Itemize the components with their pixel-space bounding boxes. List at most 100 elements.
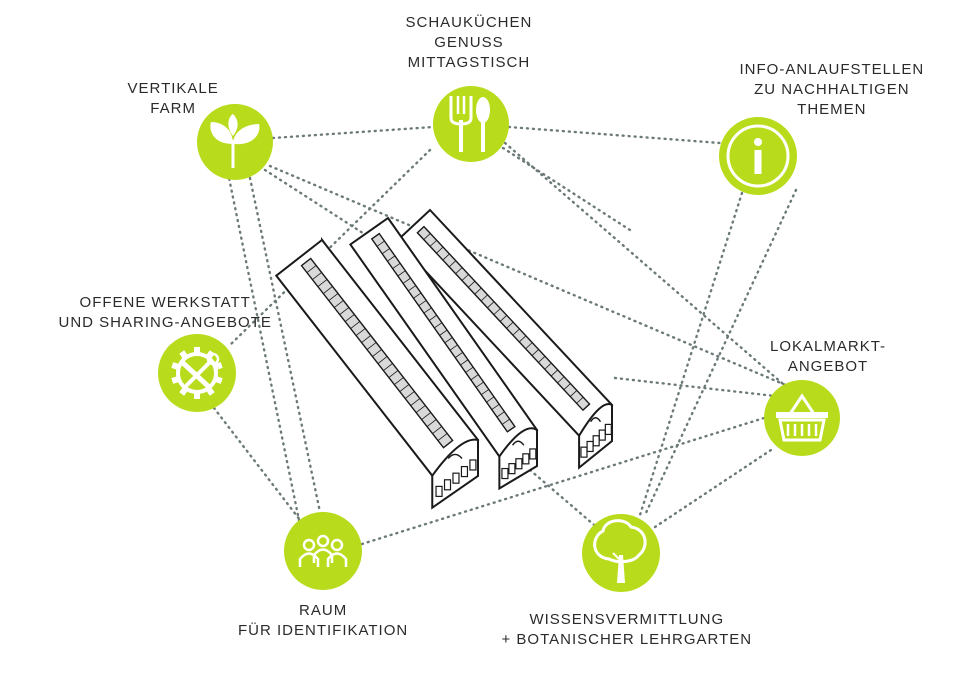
skylight-rib <box>519 335 527 343</box>
skylight-rib <box>432 426 442 434</box>
skylight-rib <box>434 322 443 329</box>
label-line: + BOTANISCHER LEHRGARTEN <box>501 631 753 648</box>
skylight-rib <box>481 389 490 396</box>
node-werkstatt <box>158 334 236 412</box>
skylight-rib <box>557 376 565 384</box>
skylight-rib <box>408 285 417 292</box>
hall-window <box>508 463 516 475</box>
hall-window <box>501 467 509 480</box>
hall-window <box>452 472 460 484</box>
skylight-rib <box>355 328 366 336</box>
label-line: WISSENSVERMITTLUNG <box>529 611 725 628</box>
label-line: FARM <box>150 100 196 117</box>
skylight-rib <box>501 418 510 425</box>
hall-roof <box>274 238 480 510</box>
node-info <box>719 117 797 195</box>
skylight-rib <box>569 390 578 397</box>
connection-line <box>528 468 602 532</box>
skylight-rib <box>439 329 448 336</box>
connection-line <box>638 191 744 517</box>
basket-icon <box>776 393 828 442</box>
label-line: INFO-ANLAUFSTELLEN <box>739 61 925 78</box>
skylight-rib <box>383 363 393 371</box>
skylight-rib <box>474 287 482 295</box>
connection-line <box>653 446 776 529</box>
node-schaukuechen <box>433 86 509 162</box>
connection-line <box>228 148 432 347</box>
connection-lines <box>212 125 804 546</box>
connection-line <box>271 125 435 140</box>
label-line: ANGEBOT <box>787 358 869 375</box>
skylight-rib <box>429 239 437 247</box>
skylight-rib <box>415 405 426 413</box>
hall-window <box>592 435 600 447</box>
skylight-rib <box>496 411 505 418</box>
label-line: UND SHARING-ANGEBOTE <box>58 314 272 331</box>
label-line: MITTAGSTISCH <box>407 54 531 71</box>
skylight-rib <box>491 403 500 410</box>
skylight-rib <box>328 293 339 301</box>
skylight-rib <box>512 328 520 336</box>
skylight-rib <box>454 352 463 358</box>
skylight-rib <box>387 255 396 262</box>
gable-arch <box>511 440 525 446</box>
skylight-rib <box>306 265 317 273</box>
skylight-rib <box>461 274 469 281</box>
skylight-rib <box>399 384 410 392</box>
hall-window <box>529 448 537 460</box>
gear-wrench-icon <box>171 347 223 399</box>
skylight-rib <box>394 377 404 385</box>
gable-arch <box>590 417 602 423</box>
skylight-rib <box>487 301 495 309</box>
label-lokalmarkt: LOKALMARKT- ANGEBOT <box>770 337 886 377</box>
label-wissen: WISSENSVERMITTLUNG + BOTANISCHER LEHRGART… <box>502 610 753 650</box>
skylight-rib <box>499 315 508 322</box>
connection-line <box>212 406 302 522</box>
hall-window <box>435 485 443 497</box>
skylight-rib <box>339 307 350 315</box>
skylight-rib <box>405 391 415 399</box>
skylight-rib <box>448 260 457 268</box>
fork-spoon-icon <box>449 96 490 152</box>
node-wissen <box>582 514 660 592</box>
hall-window <box>469 459 477 471</box>
info-icon <box>726 124 790 188</box>
skylight-rib <box>486 396 495 403</box>
connection-line <box>613 376 777 398</box>
skylight-rib <box>436 246 444 254</box>
skylight-rib <box>381 248 390 255</box>
hall-window <box>515 458 523 470</box>
hall-window <box>460 465 469 478</box>
hall-window <box>586 440 594 453</box>
skylight-rib <box>449 344 458 351</box>
skylight-rib <box>442 253 450 261</box>
connection-line <box>226 171 302 527</box>
skylight-rib <box>376 240 385 247</box>
skylight-rib <box>344 314 355 322</box>
skylight-rib <box>323 286 333 294</box>
connection-line <box>248 176 322 514</box>
people-group-icon <box>298 534 348 567</box>
skylight-rib <box>402 277 411 284</box>
hall-window <box>604 423 612 436</box>
connection-line <box>643 188 798 517</box>
skylight-rib <box>397 270 406 277</box>
hall-window <box>443 479 452 491</box>
label-line: ZU NACHHALTIGEN <box>754 81 910 98</box>
node-raum <box>284 512 362 590</box>
skylight-rib <box>317 279 328 287</box>
hall-window <box>598 429 606 441</box>
connection-line <box>501 146 632 232</box>
hall-roof <box>395 208 614 470</box>
skylight-rib <box>437 433 448 441</box>
skylight-rib <box>525 342 533 350</box>
skylight-rib <box>544 362 552 370</box>
label-line: GENUSS <box>434 34 504 51</box>
label-line: LOKALMARKT- <box>770 338 887 355</box>
skylight-rib <box>377 356 388 364</box>
skylight-rib <box>350 321 361 329</box>
